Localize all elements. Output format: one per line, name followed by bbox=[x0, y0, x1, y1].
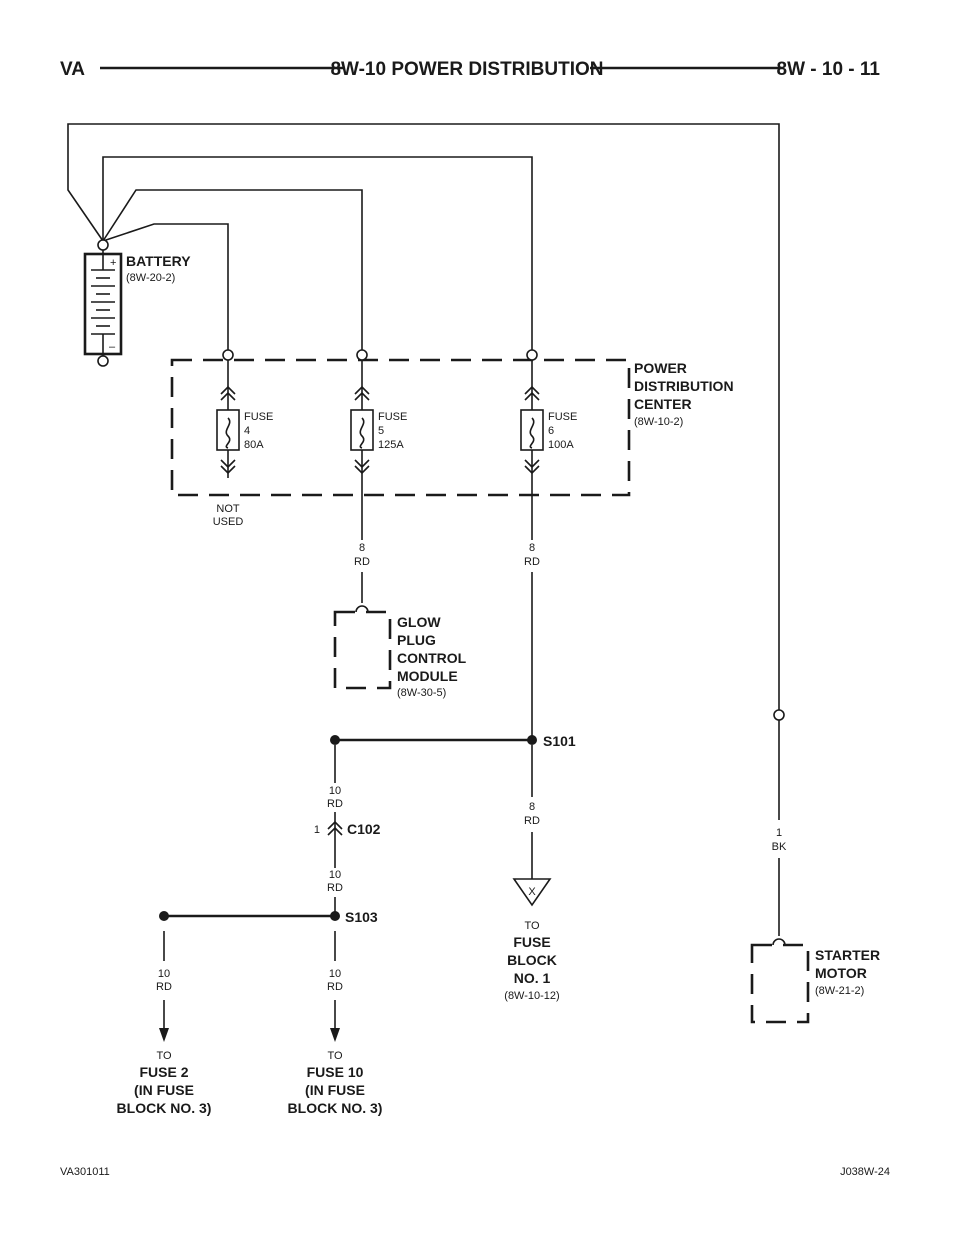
battery: + – BATTERY (8W-20-2) bbox=[83, 239, 191, 367]
wire-label-fuse10-color: RD bbox=[327, 981, 343, 993]
wire-label-fuseblock1-gauge: 8 bbox=[529, 801, 535, 813]
fuse-5-label: FUSE bbox=[378, 411, 407, 423]
svg-text:TO: TO bbox=[524, 920, 540, 932]
wire-label-fuse2-color: RD bbox=[156, 981, 172, 993]
svg-text:TO: TO bbox=[156, 1050, 172, 1062]
wire-label-s103-in-gauge: 10 bbox=[329, 869, 341, 881]
pdc-label-line2: DISTRIBUTION bbox=[634, 378, 734, 394]
fuse-5: FUSE 5 125A bbox=[350, 349, 407, 540]
starter-ref: (8W-21-2) bbox=[815, 985, 864, 997]
header-page-number: 8W - 10 - 11 bbox=[777, 59, 881, 80]
wire-label-c102-in-gauge: 10 bbox=[329, 785, 341, 797]
fuse-4: FUSE 4 80A bbox=[216, 349, 273, 478]
pdc-dashed-outline bbox=[170, 358, 631, 497]
fuse-6-number: 6 bbox=[548, 425, 554, 437]
destination-fuse-block-1: TO FUSE BLOCK NO. 1 (8W-10-12) bbox=[504, 920, 559, 1002]
power-distribution-center: POWER DISTRIBUTION CENTER (8W-10-2) bbox=[170, 358, 734, 497]
wire-fuse5-feed bbox=[102, 189, 363, 350]
battery-negative-terminal bbox=[97, 355, 109, 367]
fuse-6-rating: 100A bbox=[548, 439, 574, 451]
glow-plug-control-module: GLOW PLUG CONTROL MODULE (8W-30-5) bbox=[333, 572, 467, 699]
fuse-6: FUSE 6 100A bbox=[520, 349, 577, 540]
fuse-4-number: 4 bbox=[244, 425, 250, 437]
starter-label-line2: MOTOR bbox=[815, 965, 867, 981]
wire-label-fuse6-color: RD bbox=[524, 556, 540, 568]
pdc-label-line1: POWER bbox=[634, 360, 687, 376]
battery-positive-terminal bbox=[97, 239, 109, 251]
wire-fuse4-feed bbox=[102, 223, 229, 350]
battery-feed-wires bbox=[67, 123, 780, 710]
arrow-to-fuse10 bbox=[330, 1028, 340, 1042]
connector-c102: 1 C102 bbox=[314, 820, 381, 837]
wire-label-s103-in-color: RD bbox=[327, 882, 343, 894]
connector-c102-pin: 1 bbox=[314, 824, 320, 836]
svg-text:NO. 1: NO. 1 bbox=[514, 970, 551, 986]
wire-label-fuse6-gauge: 8 bbox=[529, 542, 535, 554]
glow-label-line1: GLOW bbox=[397, 614, 441, 630]
wire-label-starter-gauge: 1 bbox=[776, 827, 782, 839]
svg-text:FUSE 2: FUSE 2 bbox=[139, 1064, 188, 1080]
svg-text:(8W-10-12): (8W-10-12) bbox=[504, 990, 559, 1002]
battery-minus-sign: – bbox=[109, 341, 116, 353]
splice-s101-label: S101 bbox=[543, 733, 576, 749]
fuse-4-rating: 80A bbox=[244, 439, 264, 451]
svg-text:BLOCK NO. 3): BLOCK NO. 3) bbox=[117, 1100, 212, 1116]
splice-s101-dot bbox=[527, 735, 537, 745]
svg-text:BLOCK: BLOCK bbox=[507, 952, 557, 968]
destination-fuse10: TO FUSE 10 (IN FUSE BLOCK NO. 3) bbox=[288, 1050, 383, 1116]
battery-ref: (8W-20-2) bbox=[126, 272, 175, 284]
page-header: VA 8W-10 POWER DISTRIBUTION 8W - 10 - 11 bbox=[60, 59, 880, 80]
not-used-line1: NOT bbox=[216, 503, 240, 515]
destination-fuse2: TO FUSE 2 (IN FUSE BLOCK NO. 3) bbox=[117, 1050, 212, 1116]
splice-s103-label: S103 bbox=[345, 909, 378, 925]
svg-text:(IN FUSE: (IN FUSE bbox=[134, 1082, 194, 1098]
fuse-4-label: FUSE bbox=[244, 411, 273, 423]
svg-text:(IN FUSE: (IN FUSE bbox=[305, 1082, 365, 1098]
fuse-6-label: FUSE bbox=[548, 411, 577, 423]
fuse-5-rating: 125A bbox=[378, 439, 404, 451]
glow-module-outline bbox=[333, 610, 392, 690]
battery-plus-sign: + bbox=[110, 257, 116, 269]
header-title: 8W-10 POWER DISTRIBUTION bbox=[330, 59, 603, 80]
footer-left: VA301011 bbox=[60, 1166, 110, 1178]
header-left: VA bbox=[60, 59, 85, 80]
svg-text:BLOCK NO. 3): BLOCK NO. 3) bbox=[288, 1100, 383, 1116]
glow-ref: (8W-30-5) bbox=[397, 687, 446, 699]
wire-label-fuse5-gauge: 8 bbox=[359, 542, 365, 554]
svg-text:TO: TO bbox=[327, 1050, 343, 1062]
wire-label-fuse5-color: RD bbox=[354, 556, 370, 568]
svg-text:FUSE: FUSE bbox=[513, 934, 550, 950]
pdc-label-line3: CENTER bbox=[634, 396, 692, 412]
wire-fuse6-feed bbox=[102, 156, 533, 350]
wire-label-c102-in-color: RD bbox=[327, 798, 343, 810]
pdc-ref: (8W-10-2) bbox=[634, 416, 683, 428]
off-page-triangle-x bbox=[512, 878, 552, 907]
splice-s103-dot bbox=[330, 911, 340, 921]
wire-starter-feed bbox=[67, 123, 780, 710]
wire-label-starter-color: BK bbox=[772, 841, 787, 853]
wire-label-fuse10-gauge: 10 bbox=[329, 968, 341, 980]
glow-module-connector bbox=[355, 605, 369, 613]
glow-label-line4: MODULE bbox=[397, 668, 458, 684]
footer-right: J038W-24 bbox=[840, 1166, 890, 1178]
starter-outline bbox=[750, 943, 810, 1024]
starter-label-line1: STARTER bbox=[815, 947, 880, 963]
connector-c102-label: C102 bbox=[347, 821, 381, 837]
starter-connector bbox=[772, 938, 786, 946]
starter-feed-terminal bbox=[773, 709, 785, 721]
wire-label-fuseblock1-color: RD bbox=[524, 815, 540, 827]
svg-text:FUSE 10: FUSE 10 bbox=[307, 1064, 364, 1080]
wire-label-fuse2-gauge: 10 bbox=[158, 968, 170, 980]
not-used-line2: USED bbox=[213, 516, 244, 528]
battery-label: BATTERY bbox=[126, 253, 191, 269]
glow-label-line2: PLUG bbox=[397, 632, 436, 648]
glow-label-line3: CONTROL bbox=[397, 650, 467, 666]
off-page-marker: X bbox=[528, 886, 536, 898]
starter-motor: STARTER MOTOR (8W-21-2) bbox=[750, 938, 880, 1024]
fuse-5-number: 5 bbox=[378, 425, 384, 437]
arrow-to-fuse2 bbox=[159, 1028, 169, 1042]
